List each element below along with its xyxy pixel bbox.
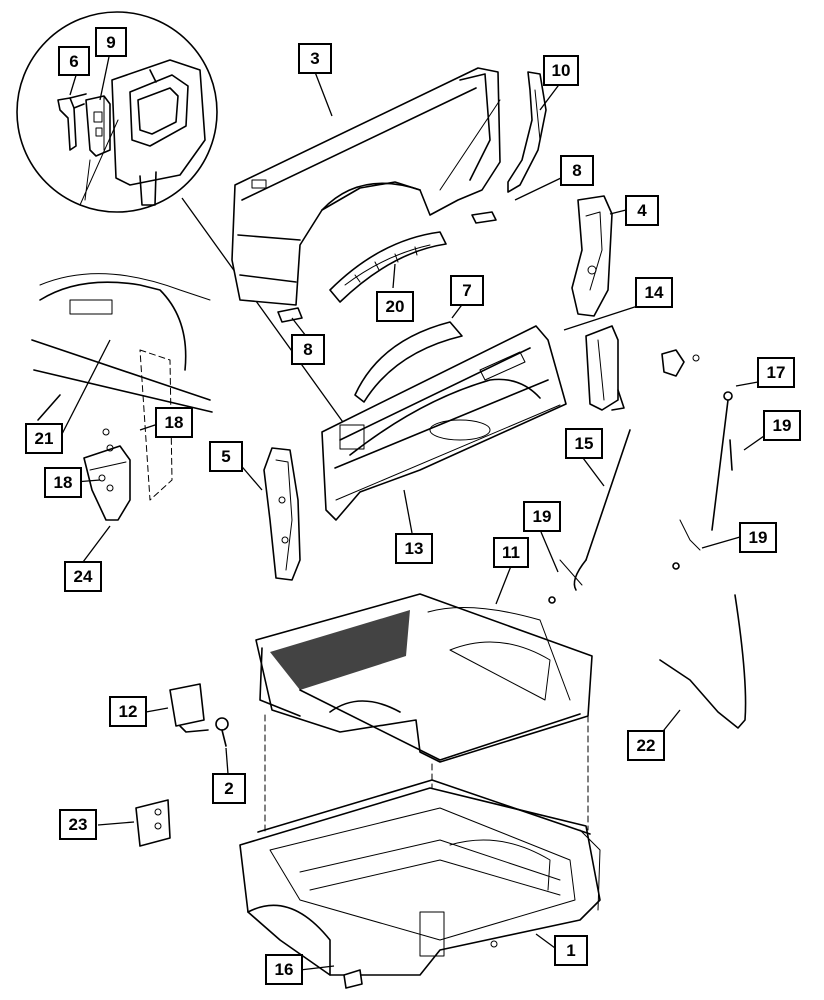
callout-2: 2 [212,773,246,804]
callout-20-label: 20 [386,297,405,316]
pickup-bed-1 [239,779,601,976]
callout-19-lower: 19 [739,522,777,553]
callout-23: 23 [59,809,97,840]
callout-3-label: 3 [310,49,319,68]
callout-17-label: 17 [767,363,786,382]
callout-22-label: 22 [637,736,656,755]
callout-23-label: 23 [69,815,88,834]
stake-pocket-12 [169,683,209,733]
bed-liner-11 [255,593,593,891]
callout-24-label: 24 [74,567,93,586]
bracket-23 [135,799,171,847]
callout-13-label: 13 [405,539,424,558]
callout-16-label: 16 [275,960,294,979]
callout-18-lower-label: 18 [54,473,73,492]
callout-11: 11 [493,537,529,568]
bed-rail-22 [659,594,747,729]
molding-7 [354,321,463,403]
callout-7: 7 [450,275,484,306]
callout-18-upper-label: 18 [165,413,184,432]
callout-6-label: 6 [69,52,78,71]
callout-1-label: 1 [566,941,575,960]
callout-10-label: 10 [552,61,571,80]
wheelhouse-flare-20 [329,231,447,303]
bed-inner-side-panel [321,325,567,521]
bracket-10 [507,71,547,193]
support-rod-19 [672,391,733,570]
bed-outer-side-panel [231,67,501,306]
leader-lines [60,51,765,971]
callout-19-right: 19 [763,410,801,441]
bracket-14 [585,325,625,411]
callout-5: 5 [209,441,243,472]
callout-12: 12 [109,696,147,727]
callout-4: 4 [625,195,659,226]
clip-8-upper [471,211,497,224]
callout-15: 15 [565,428,603,459]
fastener-17 [661,349,700,377]
callout-8-lower-label: 8 [303,340,312,359]
callout-17: 17 [757,357,795,388]
reinforcement-5 [263,447,301,581]
callout-6: 6 [58,46,90,76]
callout-9-label: 9 [106,33,115,52]
callout-7-label: 7 [462,281,471,300]
wheelhouse-liner-detail [31,273,213,521]
callout-11-label: 11 [502,543,520,562]
callout-16: 16 [265,954,303,985]
support-rod-15 [548,429,631,604]
bracket-4 [571,195,613,317]
callout-18-lower: 18 [44,467,82,498]
callout-21: 21 [25,423,63,454]
callout-5-label: 5 [221,447,230,466]
callout-20: 20 [376,291,414,322]
callout-13: 13 [395,533,433,564]
callout-21-label: 21 [35,429,54,448]
callout-15-label: 15 [575,434,594,453]
callout-24: 24 [64,561,102,592]
callout-8-upper-label: 8 [572,161,581,180]
callout-2-label: 2 [224,779,233,798]
callout-3: 3 [298,43,332,74]
callout-8-lower: 8 [291,334,325,365]
callout-19-middle: 19 [523,501,561,532]
clip-8-lower [277,307,303,323]
callout-8-upper: 8 [560,155,594,186]
callout-1: 1 [554,935,588,966]
bracket-16 [343,969,363,989]
callout-19-right-label: 19 [773,416,792,435]
callout-19-lower-label: 19 [749,528,768,547]
callout-22: 22 [627,730,665,761]
callout-14: 14 [635,277,673,308]
callout-18-upper: 18 [155,407,193,438]
callout-19-middle-label: 19 [533,507,552,526]
callout-4-label: 4 [637,201,647,220]
callout-10: 10 [543,55,579,86]
callout-12-label: 12 [119,702,138,721]
callout-9: 9 [95,27,127,57]
bolt-2 [215,717,229,747]
callout-14-label: 14 [645,283,664,302]
inset-leader-line [181,197,346,426]
